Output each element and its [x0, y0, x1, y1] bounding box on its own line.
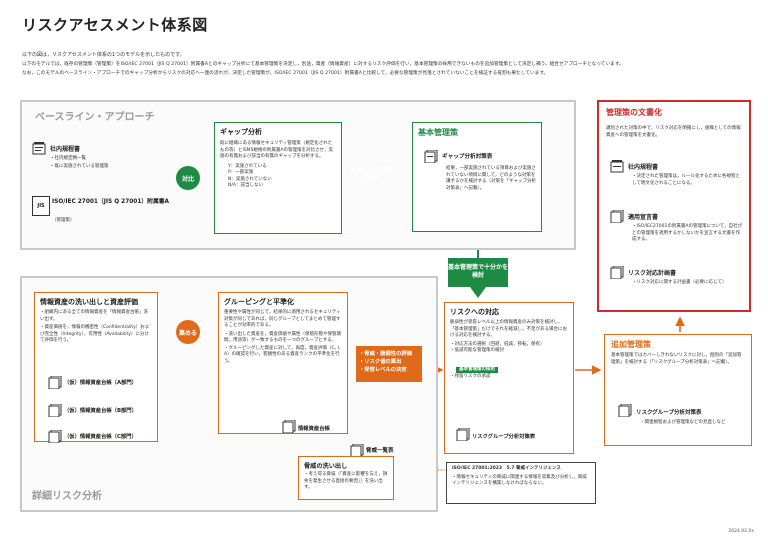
document-icon	[32, 142, 46, 155]
doc-rules-title: 社内規程書	[628, 164, 659, 171]
ledger-b: （仮）情報資産台帳（B部門）	[64, 408, 137, 414]
threat-box: 脅威の洗い出し ・考え得る脅威（「資産に影響を与え，損失を発生させる直接の要因」…	[298, 456, 394, 500]
gap-legend-3: N：実施されていない	[228, 176, 272, 182]
rules-doc-item-1: ・社内規定類一覧	[50, 156, 86, 161]
pn-arrow-label: P, Nへの対策を検討	[350, 167, 394, 182]
asset-ledger-icon	[282, 420, 296, 433]
intro-line-3: なお，このモデルのベースライン・アプローチでのギャップ分析からリスクの対応へ一連…	[22, 71, 549, 76]
gap-legend-4: N/A：該当しない	[228, 183, 263, 188]
asset-item-1: ・組織内にある全ての情報資産を「情報資産台帳」洗い出す。	[40, 310, 148, 322]
note-title: ISO/IEC 27001:2023 5.7 脅威インテリジェンス	[452, 466, 561, 471]
threat-list-icon	[350, 444, 364, 457]
jis-doc-sub: （管理策）	[52, 218, 75, 223]
note-body: ・情報セキュリティの脅威に関連する情報を収集及び分析し，脅威インテリジェンスを構…	[452, 474, 587, 487]
basic-controls-box: 基本管理策	[412, 122, 542, 232]
group-item-1: ・洗い出した資産を，資産価値や属性（保管形態や保管期間，用途等）が一致するものを…	[224, 331, 341, 344]
group-title: グルーピングと平準化	[224, 298, 294, 306]
group-body: 重要性や属性が同じで，結果的に適用されるセキュリティ対策が同じであれば，同じグル…	[224, 310, 341, 328]
collect-circle: 集める	[176, 320, 200, 344]
risk-doc: リスクグループ分析対策表	[472, 434, 536, 440]
gap-body: 既に組織にある情報セキュリティ管理策（規定化されたもの等）とISMS規格の附属書…	[220, 141, 333, 159]
declaration-doc-icon	[610, 210, 624, 223]
grouping-box: グルーピングと平準化 重要性や属性が同じで，結果的に適用されるセキュリティ対策が…	[218, 292, 348, 434]
intro-line-2: 以下のモデルでは，既存の管理策（管理策）をISO/IEC 27001（JIS Q…	[22, 62, 624, 67]
asset-item-2: ・資産価値を，情報の機密性（Confidentiality）および完全性（Int…	[40, 325, 150, 343]
ledger-a: （仮）情報資産台帳（A部門）	[64, 380, 137, 386]
doc-rules-item: ・決定された管理策は，ルール化するために各規程として明文化されることになる。	[632, 174, 740, 186]
contrast-circle: 対比	[176, 166, 200, 190]
threat-body: ・考え得る脅威（「資産に影響を与え，損失を発生させる直接の要因」）を洗い出す。	[304, 472, 388, 490]
asset-title: 情報資産の洗い出しと資産評価	[40, 298, 138, 306]
doc-declaration-title: 適用宣言書	[628, 214, 659, 221]
risk-group-doc-icon	[456, 428, 470, 441]
gap-analysis-box: ギャップ分析 既に組織にある情報セキュリティ管理策（規定化されたもの等）とISM…	[214, 122, 342, 234]
eval-step-3: ・受容レベルの決定	[359, 367, 407, 373]
documentation-title: 管理策の文書化	[606, 108, 662, 117]
doc-plan-item: ・リスク対応に関する計画書（必要に応じて）	[632, 280, 727, 285]
risk-item-2: ・低減可能な管理策の検討	[450, 348, 504, 353]
additional-item: ・関連規程および管理策などの見直しなど	[640, 420, 726, 425]
basic-body: 結果，一部実施されている項目および実施されていない項目に関して，どのような対策を…	[446, 166, 536, 191]
risk-highlight: 基本管理策の採用	[456, 366, 498, 373]
risk-title: リスクへの対応	[450, 308, 499, 316]
gap-legend-2: P：一部実施	[228, 170, 254, 175]
page-title: リスクアセスメント体系図	[22, 16, 208, 34]
threat-title: 脅威の洗い出し	[304, 463, 348, 470]
risk-after: ・残留リスクの承認	[450, 373, 491, 379]
ledger-icon-c	[48, 430, 62, 443]
doc-plan-title: リスク対応計画書	[628, 270, 677, 277]
eval-step-2: ・リスク値の算出	[359, 359, 402, 365]
jis-badge: JIS	[32, 196, 50, 216]
documentation-body: 識別された対策の中で，リスク対応を明確にし，組織としての情報資産への管理策を文書…	[606, 126, 741, 138]
detail-title: 詳細リスク分析	[32, 491, 102, 502]
basic-title: 基本管理策	[418, 128, 458, 137]
group-item-2: ・グルーピングした資産に対して，再度，資産評価（C, I, A）の確認を行い，客…	[224, 345, 341, 364]
eval-steps-box: ・脅威・脆弱性の評価 ・リスク値の算出 ・受容レベルの決定	[356, 346, 422, 382]
rules-doc-title: 社内規程書	[50, 146, 81, 153]
additional-doc: リスクグループ分析対策表	[636, 410, 702, 416]
gap-legend-1: Y：実施されている	[228, 163, 267, 169]
risk-plan-doc-icon	[610, 266, 624, 279]
risk-body: 脆弱性が受容レベル以上の情報資産のみ対策を検討し，「基本管理策」だけでそれを軽減…	[450, 320, 567, 338]
intel-note-box: ISO/IEC 27001:2023 5.7 脅威インテリジェンス ・情報セキュ…	[446, 462, 596, 504]
ledger-c: （仮）情報資産台帳（C部門）	[64, 434, 137, 440]
jis-doc-title: ISO/IEC 27001（JIS Q 27001）附属書A	[52, 199, 170, 205]
additional-doc-icon	[618, 404, 632, 417]
rules-doc-item-2: ・既に実施されている管理策	[50, 164, 109, 169]
additional-title: 追加管理策	[611, 340, 651, 349]
enough-check-label: 基本管理策で十分かを検討	[448, 258, 508, 287]
ledger-icon-b	[48, 404, 62, 417]
group-doc: 情報資産台帳	[298, 426, 330, 432]
basic-doc-title: ギャップ分析対策表	[442, 154, 493, 160]
doc-rules-icon	[610, 160, 624, 173]
baseline-title: ベースライン・アプローチ	[35, 112, 155, 123]
threat-doc: 脅威一覧表	[366, 448, 394, 454]
risk-item-1: ・対応方法の選択（回避，低減，移転，保有）	[450, 341, 545, 347]
additional-body: 基本管理策ではカバーしきれないリスクに対し，個別の「追加管理策」を検討する（「リ…	[611, 353, 742, 365]
ledger-icon-a	[48, 376, 62, 389]
asset-box: 情報資産の洗い出しと資産評価 ・組織内にある全ての情報資産を「情報資産台帳」洗い…	[34, 292, 158, 442]
intro-line-1: 以下の図は，リスクアセスメント体系の1つのモデルを示したものです。	[22, 52, 185, 58]
additional-controls-box: 追加管理策 基本管理策ではカバーしきれないリスクに対し，個別の「追加管理策」を検…	[604, 334, 752, 446]
date-stamp: 2024.02.0x	[728, 529, 754, 534]
eval-step-1: ・脅威・脆弱性の評価	[359, 351, 412, 357]
gap-title: ギャップ分析	[220, 128, 262, 136]
document-stack-icon	[424, 150, 438, 163]
doc-declaration-item: ・ISO/IEC27001の附属書Aの管理策について，自社がどの管理策を適用する…	[632, 224, 742, 242]
